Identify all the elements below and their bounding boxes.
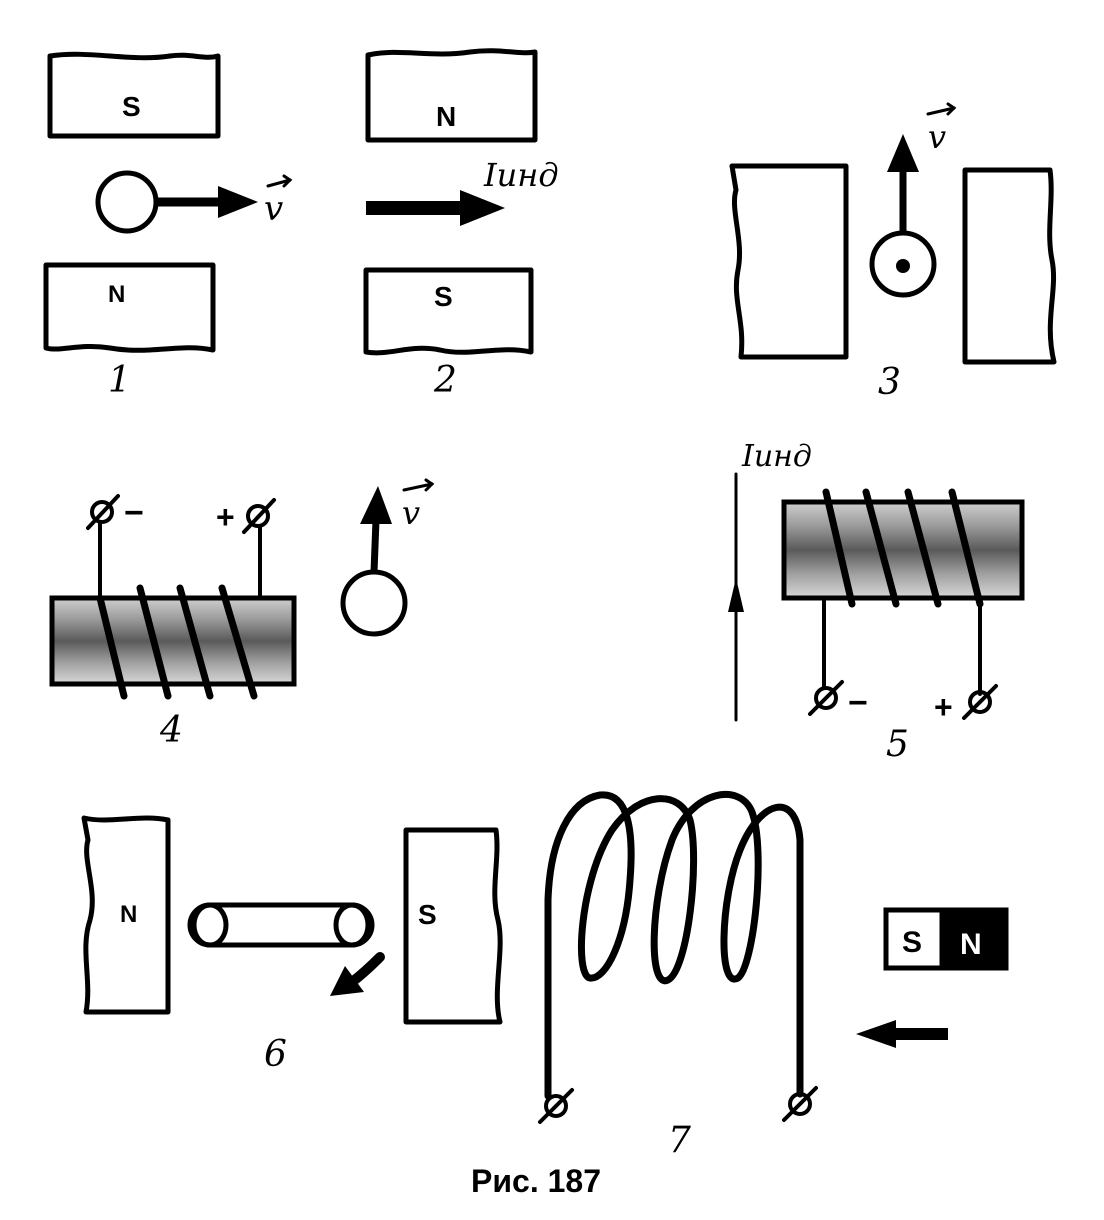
panel-6: N S 6 [81,815,503,1075]
terminal-minus [90,500,114,524]
pole-label-s: S [902,926,922,959]
terminal-slash [962,684,998,720]
velocity-symbol: v [928,118,946,156]
conductor-cross-section [95,170,159,234]
solenoid-core [49,595,297,687]
panel-number-6: 6 [264,1034,287,1075]
magnet-north [81,815,171,1015]
solenoid-core [781,499,1025,601]
panel-5: Iинд − + 5 [728,439,1025,765]
terminal-plus-sign: + [216,499,235,535]
induced-current-symbol: Iинд [741,439,812,474]
pole-label-s: S [434,281,453,312]
velocity-arrow-shaft [370,519,380,573]
pole-label-n: N [436,101,456,132]
motion-arrowhead [856,1020,896,1048]
panel-1: S N v 1 [43,51,293,401]
velocity-arrowhead [218,186,258,218]
pole-label-s: S [122,91,141,122]
coil-turn [96,594,128,700]
vector-bar-tip [282,174,293,188]
pole-label-n: N [960,928,982,961]
current-dot [896,259,910,273]
induced-current-arrowhead [460,190,505,226]
panel-number-1: 1 [108,360,131,401]
panel-2: N Iинд S 2 [363,48,559,401]
magnet-north-top [365,48,538,143]
conductor-cross-section [340,569,408,637]
coil-turn [176,584,214,700]
magnet-south-bottom [363,267,534,356]
terminal-plus [968,690,992,714]
terminal-slash [242,498,276,534]
rod-end-cap [333,902,371,948]
pole-label-n: N [108,281,125,308]
vector-bar [266,178,292,188]
coil-turn [948,488,984,608]
magnet-left [729,163,849,360]
bar-magnet-north [939,907,1009,971]
vector-bar-tip [946,102,957,116]
panel-number-2: 2 [433,360,457,401]
pole-label-s: S [418,899,437,930]
coil-turn [136,584,172,700]
panel-3: v 3 [729,102,1057,403]
helix-coil [544,791,804,1100]
coil-turn [904,488,942,608]
terminal-slash [86,494,120,530]
magnet-south [403,827,503,1025]
panel-number-7: 7 [668,1120,691,1161]
velocity-arrowhead [887,134,919,172]
panel-number-3: 3 [878,362,901,403]
coil-turn [218,584,258,700]
vector-bar [926,106,956,116]
conductor-rod [187,902,375,948]
terminal-minus [814,686,838,710]
induced-current-arrowhead [728,578,744,612]
terminal-minus-sign: − [124,494,144,532]
magnet-north-bottom [43,262,216,353]
rotation-arrow-shaft [347,952,385,987]
coil-turn [822,488,856,608]
terminal-minus-sign: − [848,684,868,722]
magnet-right [962,167,1057,365]
induced-current-symbol: Iинд [483,156,559,194]
figure-caption: Рис. 187 [471,1163,601,1199]
vector-bar [402,482,434,492]
velocity-arrowhead [360,486,392,524]
panel-7: S N 7 [538,791,1009,1161]
magnet-south-top [47,51,221,139]
panel-number-4: 4 [159,710,183,751]
vector-bar-tip [424,478,435,492]
coil-turn [862,488,900,608]
terminal-slash [808,680,844,716]
terminal-plus-sign: + [934,689,953,725]
rod-end-cap [191,902,229,948]
panel-4: − + v 4 [49,478,435,751]
terminal-slash [538,1088,574,1124]
terminal-plus [246,504,270,528]
velocity-symbol: v [264,189,283,229]
terminal-right [788,1092,812,1116]
pole-label-n: N [120,901,137,928]
rotation-arrowhead [330,966,364,996]
panel-number-5: 5 [886,724,909,765]
terminal-slash [782,1086,818,1122]
velocity-symbol: v [402,494,420,532]
terminal-left [544,1094,568,1118]
